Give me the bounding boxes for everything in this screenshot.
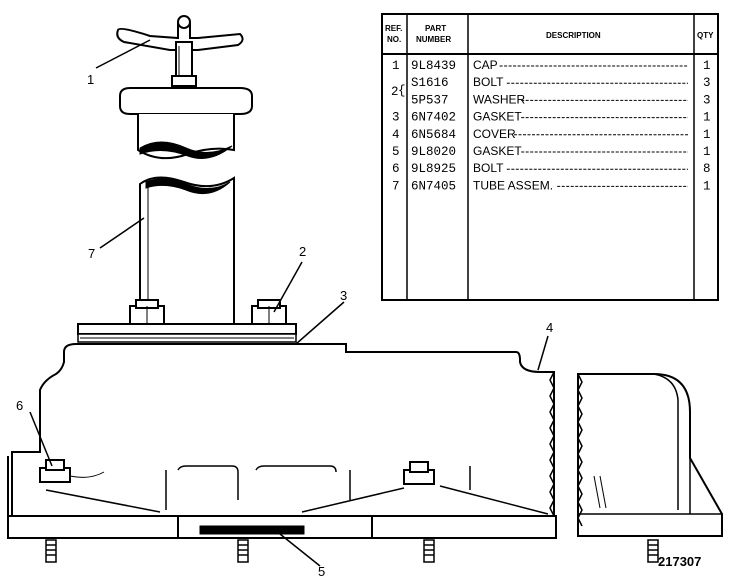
callout-2: 2 (299, 244, 306, 259)
row-qty: 1 (703, 128, 711, 142)
row-description: GASKET (473, 110, 522, 124)
row-ref: 2 (391, 85, 399, 99)
row-part-number: 9L8439 (411, 59, 456, 73)
row-qty: 1 (703, 59, 711, 73)
callout-4: 4 (546, 320, 553, 335)
row-part-number: 6N7405 (411, 179, 456, 193)
row-part-number: 9L8020 (411, 145, 456, 159)
header-ref-line1: REF. (385, 24, 402, 33)
callout-7: 7 (88, 246, 95, 261)
leader-lines (29, 39, 549, 567)
tube-assembly-part (139, 176, 235, 327)
callout-5: 5 (318, 564, 325, 576)
flange-and-gasket (77, 299, 297, 343)
row-description: BOLT (473, 161, 504, 175)
row-part-number: 5P537 (411, 93, 449, 107)
row-description: CAP (473, 58, 498, 72)
callout-3: 3 (340, 288, 347, 303)
header-qty: QTY (697, 31, 714, 40)
row-description: WASHER (473, 92, 526, 106)
row-part-number: 9L8925 (411, 162, 456, 176)
row-part-number: S1616 (411, 76, 449, 90)
row-qty: 3 (703, 76, 711, 90)
row-description: TUBE ASSEM. (473, 178, 553, 192)
header-description: DESCRIPTION (546, 31, 601, 40)
header-part-line1: PART (425, 24, 446, 33)
row-ref: 7 (392, 179, 400, 193)
row-qty: 1 (703, 111, 711, 125)
row-description: GASKET (473, 144, 522, 158)
ref-brace: { (398, 84, 406, 98)
row-qty: 1 (703, 145, 711, 159)
row-ref: 6 (392, 162, 400, 176)
header-ref-line2: NO. (387, 35, 401, 44)
row-description: BOLT (473, 75, 504, 89)
callout-numbers: 1 2 3 4 5 6 7 (16, 72, 553, 576)
cap-part (116, 15, 253, 160)
row-part-number: 6N5684 (411, 128, 456, 142)
cover-part (7, 343, 659, 563)
row-qty: 8 (703, 162, 711, 176)
header-part-line2: NUMBER (416, 35, 451, 44)
callout-6: 6 (16, 398, 23, 413)
row-part-number: 6N7402 (411, 111, 456, 125)
cover-end-section (577, 373, 723, 537)
row-ref: 5 (392, 145, 400, 159)
row-ref: 3 (392, 111, 400, 125)
row-ref: 4 (392, 128, 400, 142)
callout-1: 1 (87, 72, 94, 87)
row-qty: 3 (703, 93, 711, 107)
row-ref: 1 (392, 59, 400, 73)
row-description: COVER (473, 127, 516, 141)
gasket-part (199, 525, 305, 539)
parts-table: REF. NO. PART NUMBER DESCRIPTION QTY 1 9L… (381, 13, 719, 301)
row-qty: 1 (703, 179, 711, 193)
figure-number: 217307 (658, 554, 701, 569)
